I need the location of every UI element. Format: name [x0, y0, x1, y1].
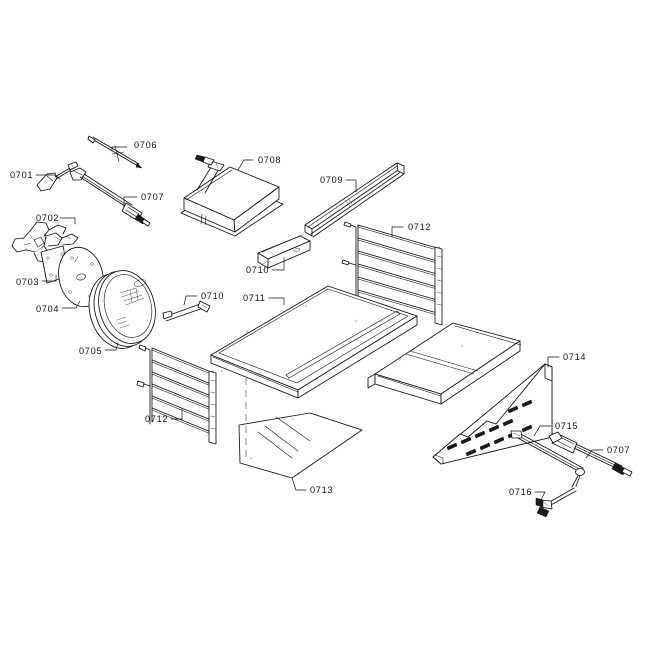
callout-0712-left: 0712 [145, 414, 168, 424]
part-0709-side-rail [304, 162, 405, 238]
callout-0704: 0704 [36, 304, 59, 314]
part-0710-support-bracket-lower [162, 300, 211, 322]
part-0701-igniter-electrode [36, 161, 79, 192]
part-0712-wire-shelf-rack-right [341, 221, 443, 326]
callout-0706: 0706 [134, 140, 157, 150]
part-0706-temperature-probe-rod [87, 135, 143, 169]
callout-0701: 0701 [10, 170, 33, 180]
part-0714-vent-trim-panel [432, 363, 553, 465]
callout-0713: 0713 [310, 485, 333, 495]
part-0710-support-bracket-upper [257, 234, 311, 269]
ribbed-base-panel [367, 322, 522, 405]
callout-0710-upper: 0710 [246, 265, 269, 275]
part-0705-fan-cover-disc [88, 270, 156, 349]
callout-labels: 0706 0701 0707 0702 0703 0704 0705 0708 … [10, 140, 630, 497]
part-0712-wire-shelf-rack-left [136, 344, 217, 445]
leader-lines [35, 146, 604, 503]
fan-cover-embossed-text [116, 287, 145, 329]
callout-0712-right: 0712 [408, 222, 431, 232]
callout-0708: 0708 [258, 155, 281, 165]
callout-0715: 0715 [555, 421, 578, 431]
vent-slots [446, 399, 533, 457]
callout-0703: 0703 [16, 277, 39, 287]
callout-0707-right: 0707 [607, 445, 630, 455]
part-0707-lamp-assembly-right [548, 431, 633, 477]
callout-0710-lower: 0710 [201, 291, 224, 301]
callout-0716: 0716 [509, 487, 532, 497]
callout-0711: 0711 [243, 293, 266, 303]
part-0707-lamp-assembly-left [69, 167, 151, 227]
callout-0705: 0705 [79, 346, 102, 356]
part-0716-nozzle-fitting [536, 506, 550, 518]
part-0702-fan-impeller [11, 221, 79, 263]
callout-0702: 0702 [36, 213, 59, 223]
part-0708-heater-housing-box [180, 154, 284, 237]
part-0715-gas-supply-tube [510, 430, 585, 510]
callout-0709: 0709 [320, 175, 343, 185]
callout-0714: 0714 [563, 352, 586, 362]
part-0713-drip-tray [238, 412, 363, 479]
part-0711-oven-floor-panel [210, 285, 418, 399]
callout-0707-left: 0707 [141, 192, 164, 202]
